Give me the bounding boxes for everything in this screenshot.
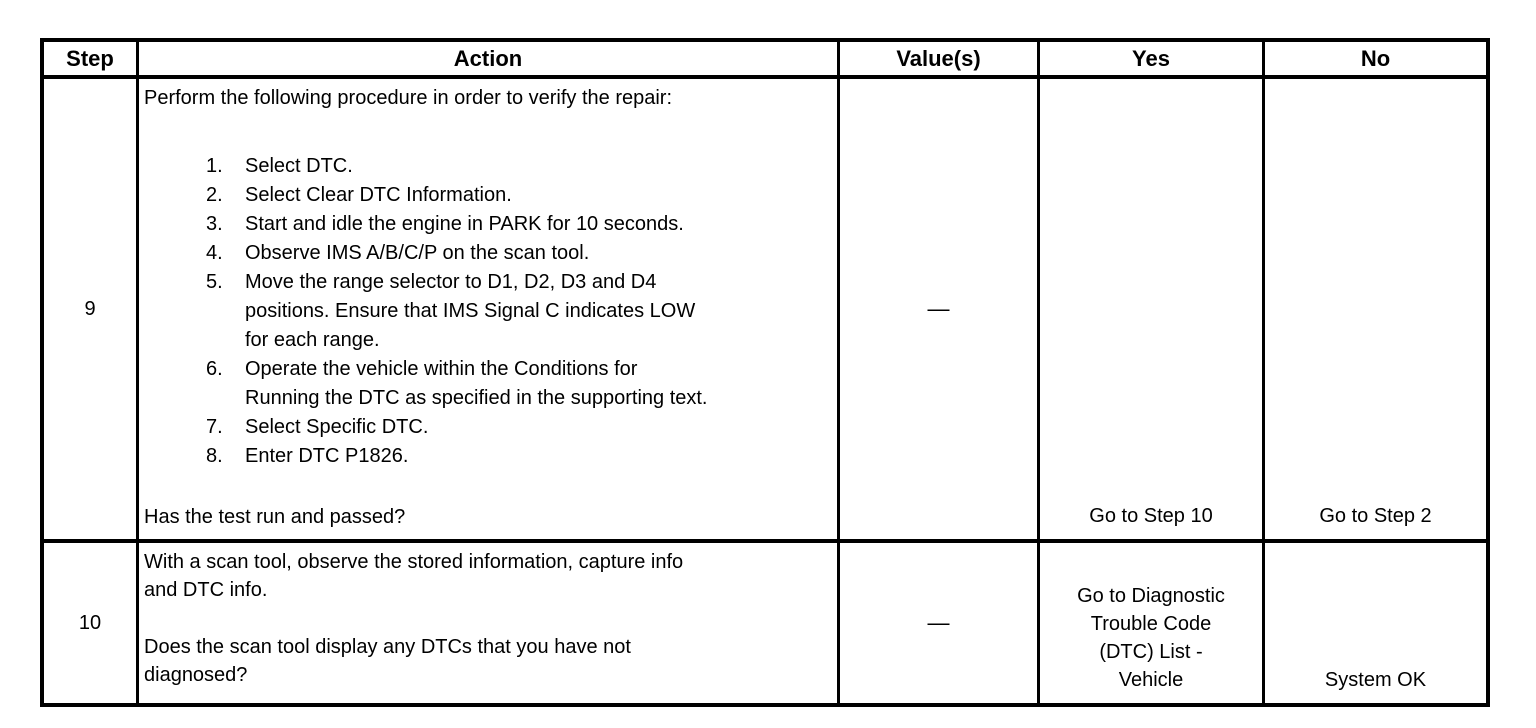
action-cell: Perform the following procedure in order… (139, 79, 840, 543)
list-item-text: Move the range selector to D1, D2, D3 an… (245, 271, 657, 293)
list-item-text: Select Clear DTC Information. (245, 184, 512, 206)
list-item-number: 8. (206, 445, 223, 467)
list-item: 4. Observe IMS A/B/C/P on the scan tool. (206, 239, 829, 268)
header-yes: Yes (1040, 42, 1265, 79)
action-question: Has the test run and passed? (144, 506, 406, 528)
list-item: 2. Select Clear DTC Information. (206, 181, 829, 210)
value-cell: — (840, 543, 1040, 703)
list-item-text: Select Specific DTC. (245, 416, 429, 438)
value-cell: — (840, 79, 1040, 543)
action-cell: With a scan tool, observe the stored inf… (139, 543, 840, 703)
action-text-line: diagnosed? (144, 664, 248, 686)
list-item: 1. Select DTC. (206, 152, 829, 181)
step-number-cell: 9 (44, 79, 139, 543)
step-number: 9 (84, 297, 96, 320)
list-item-number: 5. (206, 271, 223, 293)
yes-text-line: Go to Diagnostic (1077, 585, 1225, 607)
yes-cell: Go to Step 10 (1040, 79, 1265, 543)
list-item-text: for each range. (245, 329, 380, 351)
yes-text-line: Vehicle (1118, 669, 1184, 691)
action-question: Does the scan tool display any DTCs that… (144, 633, 829, 695)
header-action: Action (139, 42, 840, 79)
value-dash: — (927, 296, 950, 321)
list-item-number: 3. (206, 213, 223, 235)
list-item-text: positions. Ensure that IMS Signal C indi… (245, 300, 696, 322)
action-text-line: Does the scan tool display any DTCs that… (144, 636, 631, 658)
value-dash: — (927, 610, 950, 635)
step-number-cell: 10 (44, 543, 139, 703)
step-number: 10 (78, 611, 102, 634)
list-item-text: Start and idle the engine in PARK for 10… (245, 213, 684, 235)
list-item: 6. Operate the vehicle within the Condit… (206, 355, 829, 413)
list-item-text: Running the DTC as specified in the supp… (245, 387, 708, 409)
action-intro: Perform the following procedure in order… (144, 87, 673, 109)
list-item: 8. Enter DTC P1826. (206, 442, 829, 471)
header-no: No (1265, 42, 1486, 79)
list-item-number: 4. (206, 242, 223, 264)
no-text: Go to Step 2 (1319, 505, 1432, 527)
no-text: System OK (1324, 669, 1427, 691)
yes-text-line: Trouble Code (1090, 613, 1212, 635)
list-item-text: Observe IMS A/B/C/P on the scan tool. (245, 242, 590, 264)
no-cell: Go to Step 2 (1265, 79, 1486, 543)
list-item: 5. Move the range selector to D1, D2, D3… (206, 268, 829, 355)
header-values: Value(s) (840, 42, 1040, 79)
yes-text-line: (DTC) List - (1099, 641, 1203, 663)
yes-cell: Go to Diagnostic Trouble Code (DTC) List… (1040, 543, 1265, 703)
list-item-text: Select DTC. (245, 155, 353, 177)
list-item-number: 6. (206, 358, 223, 380)
diagnostic-table: Step Action Value(s) Yes No 9 Perform th… (40, 38, 1490, 707)
action-text-line: With a scan tool, observe the stored inf… (144, 551, 684, 573)
list-item-text: Enter DTC P1826. (245, 445, 409, 467)
action-text-line: and DTC info. (144, 579, 268, 601)
action-paragraph: With a scan tool, observe the stored inf… (144, 548, 829, 604)
yes-text: Go to Step 10 (1089, 505, 1213, 527)
list-item-number: 1. (206, 155, 223, 177)
no-cell: System OK (1265, 543, 1486, 703)
list-item: 7. Select Specific DTC. (206, 413, 829, 442)
list-item-text: Operate the vehicle within the Condition… (245, 358, 638, 380)
list-item-number: 7. (206, 416, 223, 438)
list-item-number: 2. (206, 184, 223, 206)
action-numbered-list: 1. Select DTC. 2. Select Clear DTC Infor… (206, 152, 829, 471)
header-step: Step (44, 42, 139, 79)
list-item: 3. Start and idle the engine in PARK for… (206, 210, 829, 239)
